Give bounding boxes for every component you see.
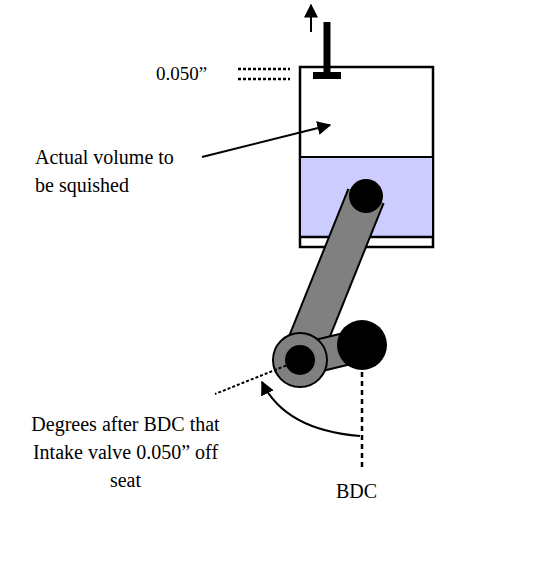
bdc-line	[361, 372, 364, 470]
valve-lift-arrow	[310, 5, 312, 32]
dimension-line	[238, 68, 290, 71]
note-label: Actual volume to be squished	[35, 143, 185, 199]
valve-head	[313, 72, 341, 79]
piston-pin	[349, 179, 383, 213]
position-label: BDC	[336, 477, 396, 505]
angle-arc	[262, 382, 360, 436]
dimension-label: 0.050”	[156, 60, 246, 88]
valve-stem	[324, 22, 331, 74]
crank-angle-line	[215, 360, 300, 394]
crank-main-journal	[337, 320, 387, 370]
note-label: Degrees after BDC that Intake valve 0.05…	[18, 410, 233, 494]
dimension-line	[238, 78, 290, 81]
leader-arrow	[202, 125, 330, 157]
